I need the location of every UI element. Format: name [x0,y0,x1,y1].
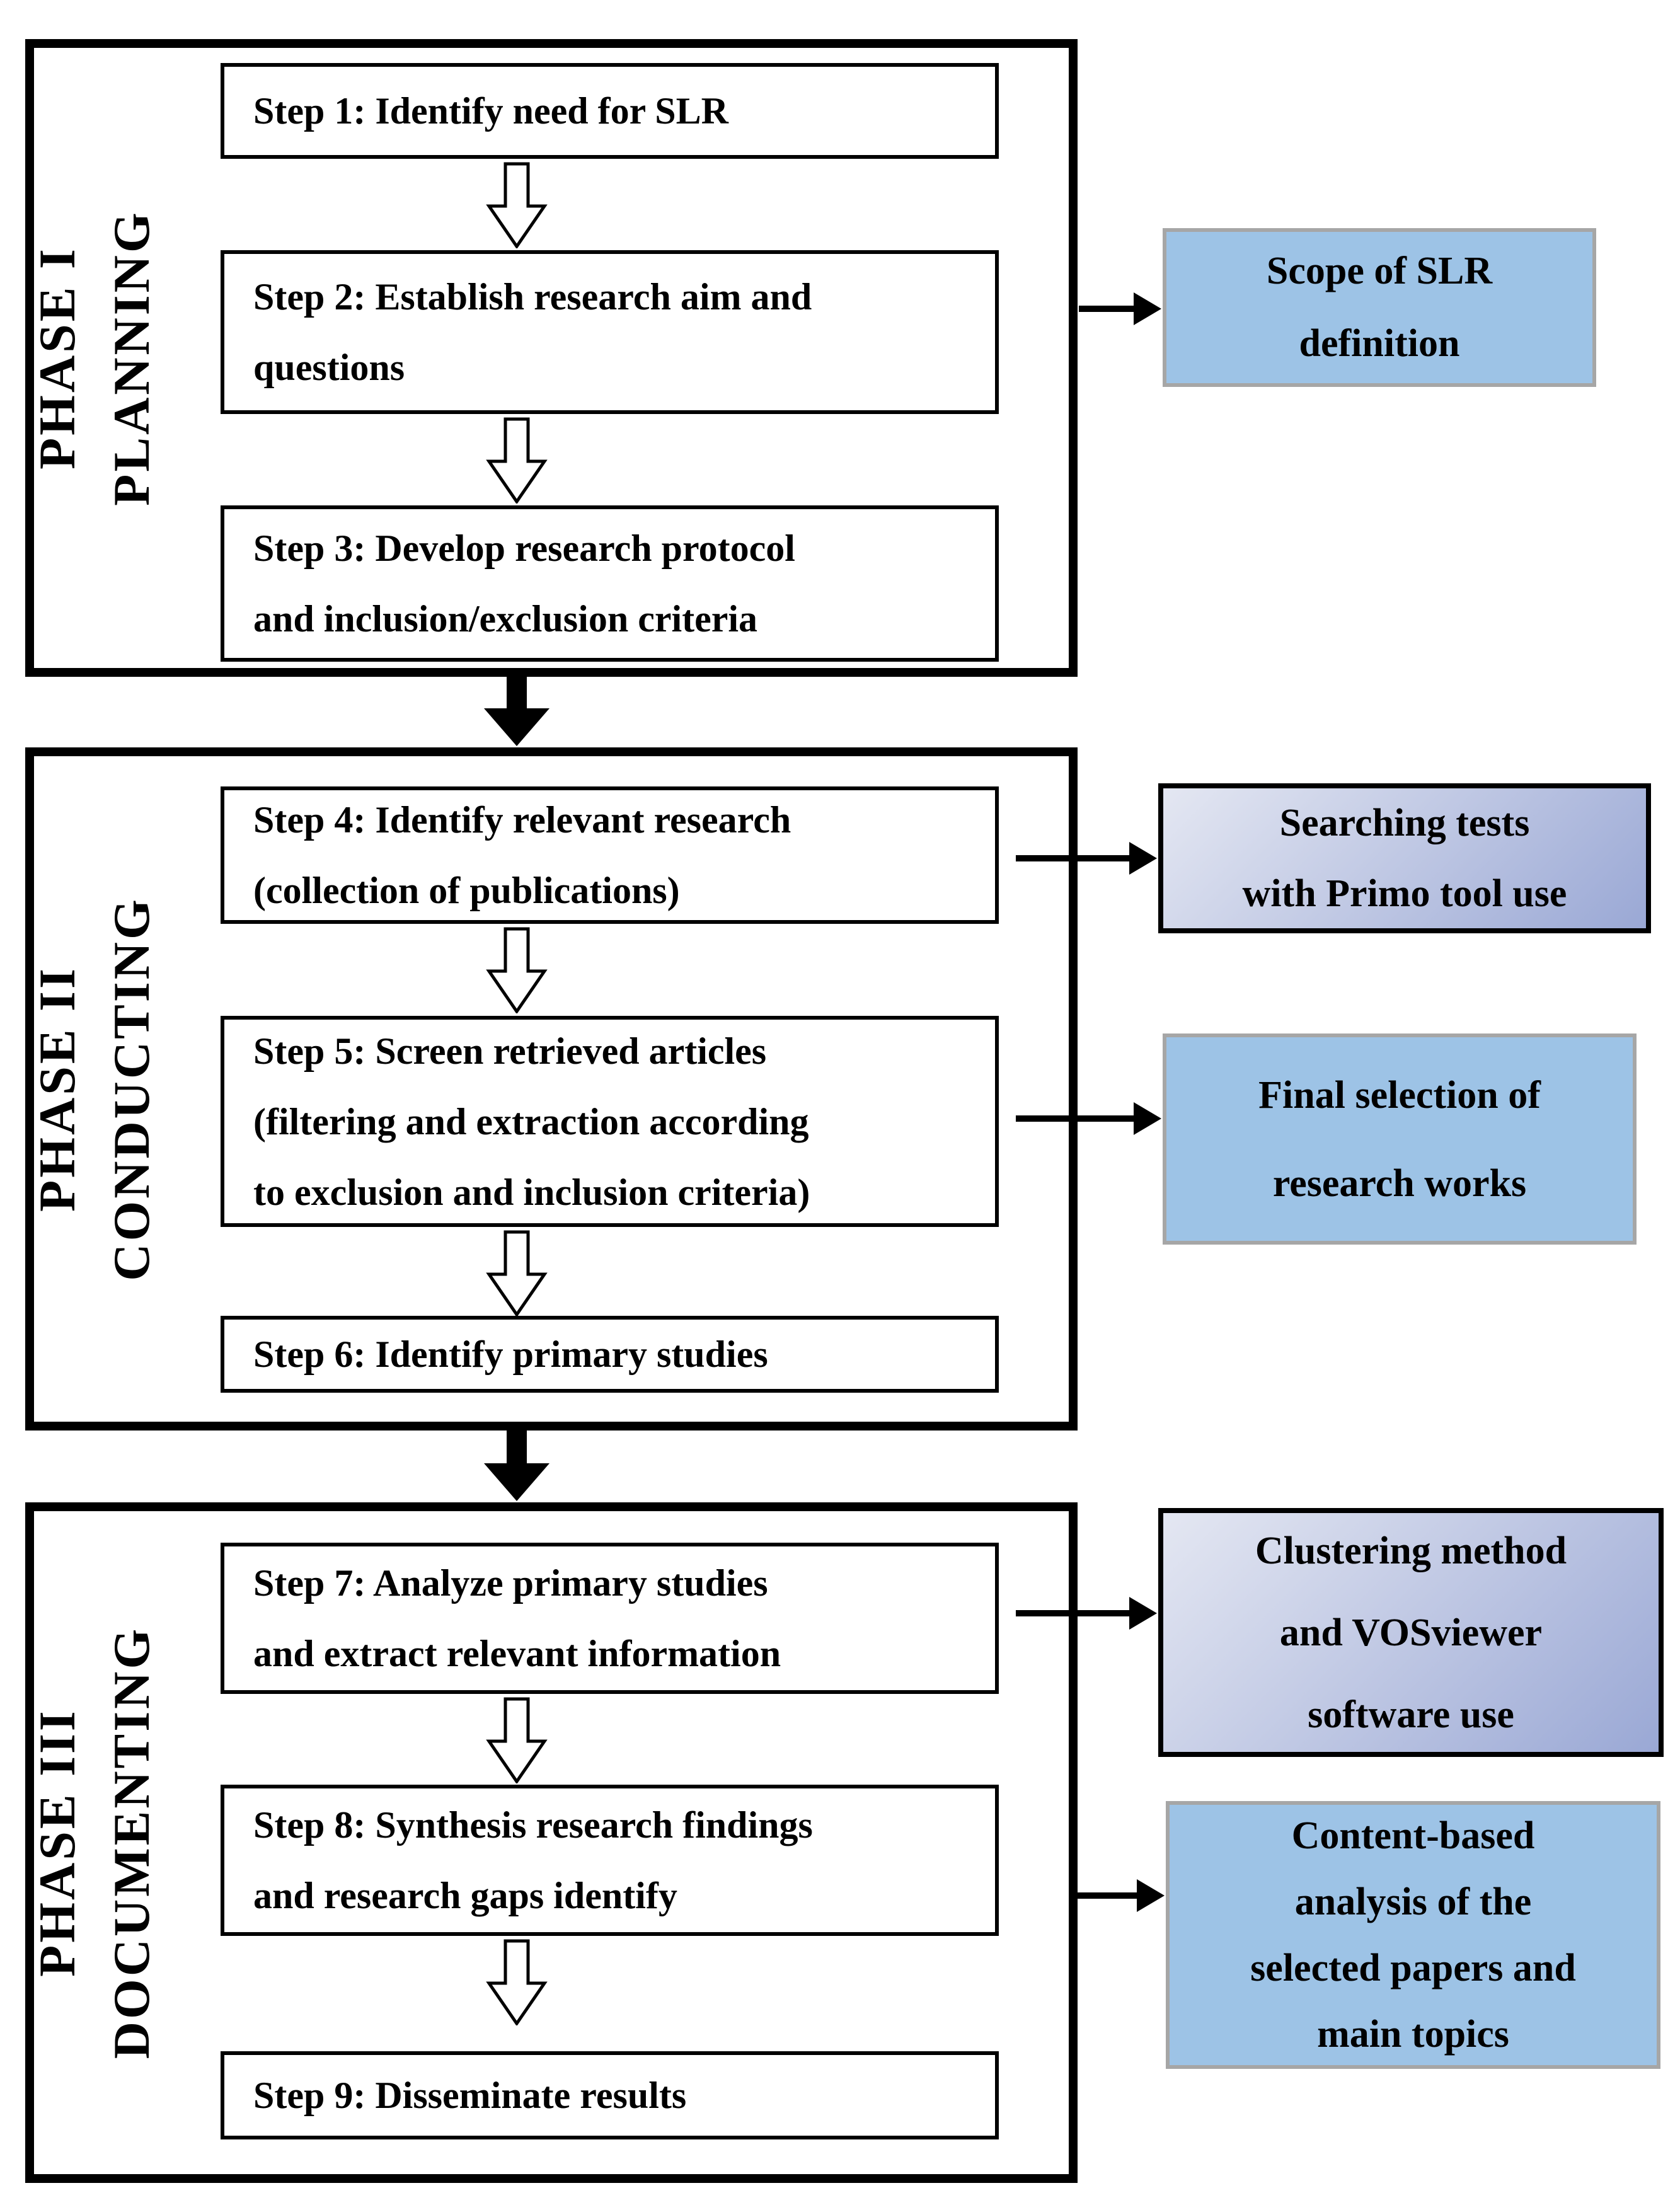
phase-2-label-line: CONDUCTING [103,897,160,1281]
step-7-box: Step 7: Analyze primary studies and extr… [221,1543,999,1694]
down-arrow-icon [484,927,549,1013]
side-box-text-line: and VOSviewer [1279,1611,1543,1654]
step-text-line: Step 2: Establish research aim and [253,276,812,318]
down-arrow-icon [484,1939,549,2025]
step-text-line: Step 7: Analyze primary studies [253,1562,768,1604]
final-selection-box: Final selection of research works [1163,1033,1637,1245]
step-1-box: Step 1: Identify need for SLR [221,63,999,159]
side-box-text-line: with Primo tool use [1242,872,1567,915]
phase-3-label: PHASE III DOCUMENTING [19,1553,170,2133]
side-box-text-line: Clustering method [1255,1529,1567,1572]
side-box-text-line: selected papers and [1250,1946,1576,1989]
step-text-line: Step 4: Identify relevant research [253,799,791,841]
step-text-line: (filtering and extraction according [253,1100,809,1143]
step-text-line: questions [253,347,405,388]
step-9-box: Step 9: Disseminate results [221,2051,999,2139]
phase-transition-arrow-icon [479,677,555,747]
phase-2-label-line: PHASE II [28,966,86,1212]
step-8-box: Step 8: Synthesis research findings and … [221,1785,999,1936]
step-text-line: (collection of publications) [253,870,680,911]
down-arrow-icon [484,417,549,504]
step-text-line: and extract relevant information [253,1633,781,1674]
right-arrow-icon [1016,838,1158,878]
phase-3-label-line: PHASE III [28,1708,86,1977]
phase-2-conducting-container: PHASE II CONDUCTING Step 4: Identify rel… [25,747,1078,1431]
content-based-analysis-box: Content-based analysis of the selected p… [1166,1801,1660,2069]
step-text-line: and research gaps identify [253,1875,677,1916]
right-arrow-icon [1074,1875,1166,1916]
phase-3-documenting-container: PHASE III DOCUMENTING Step 7: Analyze pr… [25,1502,1078,2183]
step-2-box: Step 2: Establish research aim and quest… [221,250,999,414]
step-text-line: to exclusion and inclusion criteria) [253,1171,810,1213]
step-3-box: Step 3: Develop research protocol and in… [221,505,999,662]
side-box-text-line: research works [1272,1161,1527,1205]
step-4-box: Step 4: Identify relevant research (coll… [221,786,999,924]
side-box-text-line: Content-based [1291,1814,1535,1857]
step-text-line: Step 3: Develop research protocol [253,527,795,569]
down-arrow-icon [484,162,549,248]
phase-3-label-line: DOCUMENTING [103,1626,160,2059]
scope-of-slr-box: Scope of SLR definition [1163,228,1596,387]
searching-tests-box: Searching tests with Primo tool use [1158,783,1651,933]
right-arrow-icon [1079,289,1163,329]
clustering-method-box: Clustering method and VOSviewer software… [1158,1508,1664,1757]
step-text-line: Step 1: Identify need for SLR [253,90,728,132]
step-text-line: Step 6: Identify primary studies [253,1333,768,1375]
step-text-line: Step 9: Disseminate results [253,2075,687,2116]
side-box-text-line: Final selection of [1258,1073,1541,1117]
step-5-box: Step 5: Screen retrieved articles (filte… [221,1016,999,1227]
down-arrow-icon [484,1230,549,1316]
phase-1-label-line: PHASE I [28,246,86,469]
right-arrow-icon [1016,1593,1158,1633]
phase-1-planning-container: PHASE I PLANNING Step 1: Identify need f… [25,39,1078,677]
phase-1-label-line: PLANNING [103,210,160,506]
side-box-text-line: definition [1299,322,1460,365]
phase-1-label: PHASE I PLANNING [19,68,170,648]
step-6-box: Step 6: Identify primary studies [221,1316,999,1393]
phase-transition-arrow-icon [479,1431,555,1502]
step-text-line: Step 5: Screen retrieved articles [253,1030,767,1072]
phase-2-label: PHASE II CONDUCTING [19,799,170,1379]
step-text-line: Step 8: Synthesis research findings [253,1804,813,1846]
step-text-line: and inclusion/exclusion criteria [253,598,758,640]
side-box-text-line: software use [1308,1693,1514,1736]
side-box-text-line: analysis of the [1294,1880,1532,1923]
down-arrow-icon [484,1697,549,1783]
side-box-text-line: main topics [1317,2012,1509,2056]
right-arrow-icon [1016,1098,1163,1139]
side-box-text-line: Searching tests [1279,802,1530,844]
side-box-text-line: Scope of SLR [1266,250,1493,292]
